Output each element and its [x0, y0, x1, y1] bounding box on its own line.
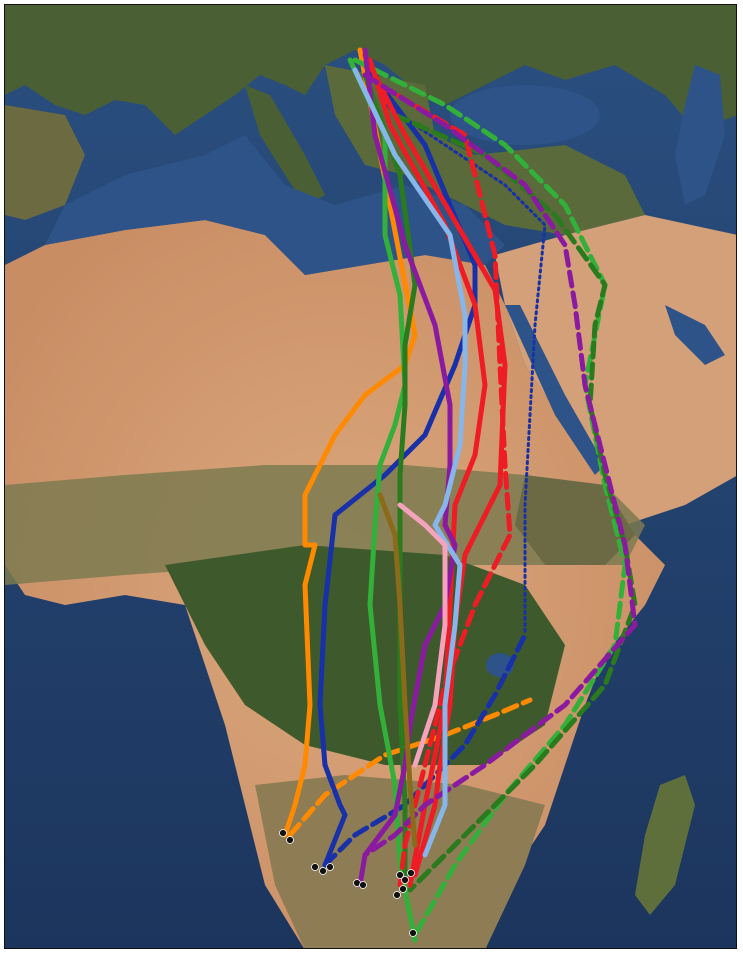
red-sea — [505, 305, 605, 475]
track-brown-solid — [377, 492, 418, 848]
ethiopian-highlands — [515, 475, 635, 565]
track-darkgreen-dashed — [392, 112, 638, 893]
balkans-turkey-landmass — [325, 65, 645, 235]
endpoint-botswana-1-dot-1 — [359, 881, 367, 889]
black-sea — [450, 85, 600, 145]
endpoint-botswana-2-dot-4 — [393, 891, 401, 899]
track-darkgreen-solid — [362, 72, 418, 878]
madagascar — [635, 775, 695, 915]
mediterranean-sea — [45, 135, 505, 275]
endpoint-botswana-2-dot-1 — [401, 876, 409, 884]
track-pink-solid — [397, 502, 448, 768]
track-navy-dotted — [383, 103, 547, 637]
track-red-dashed — [377, 82, 513, 888]
track-purple-solid — [357, 47, 458, 888]
central-african-forest — [165, 545, 565, 765]
endpoint-angola-dot-0 — [279, 829, 287, 837]
map-frame — [4, 4, 737, 949]
persian-gulf — [665, 305, 725, 365]
endpoint-markers — [279, 829, 417, 937]
track-orange-dashed — [287, 697, 533, 838]
italy-landmass — [245, 85, 325, 205]
sahel-savanna — [5, 465, 645, 585]
endpoint-botswana-2-dot-2 — [407, 869, 415, 877]
endpoint-namibia-dot-2 — [326, 863, 334, 871]
track-red-solid-2 — [367, 57, 488, 888]
track-red-solid-1 — [362, 52, 508, 878]
endpoint-botswana-2-dot-3 — [399, 885, 407, 893]
endpoint-angola-dot-1 — [286, 836, 294, 844]
endpoint-namibia-dot-1 — [319, 867, 327, 875]
migration-tracks — [282, 47, 638, 943]
track-green-solid — [347, 57, 418, 943]
endpoint-botswana-2-dot-0 — [396, 871, 404, 879]
track-navy-dashed — [322, 632, 528, 868]
arabia-landmass — [495, 215, 736, 525]
track-purple-dashed — [362, 72, 638, 858]
endpoint-namibia-dot-0 — [311, 863, 319, 871]
iberia-landmass — [5, 105, 85, 220]
caspian-sea — [675, 65, 725, 205]
europe-landmass — [5, 5, 736, 135]
track-navy-solid — [317, 62, 478, 868]
track-lightblue-solid — [352, 67, 468, 858]
track-green-dashed — [352, 57, 628, 938]
endpoint-zimbabwe-dot-0 — [409, 929, 417, 937]
satellite-map — [5, 5, 736, 948]
